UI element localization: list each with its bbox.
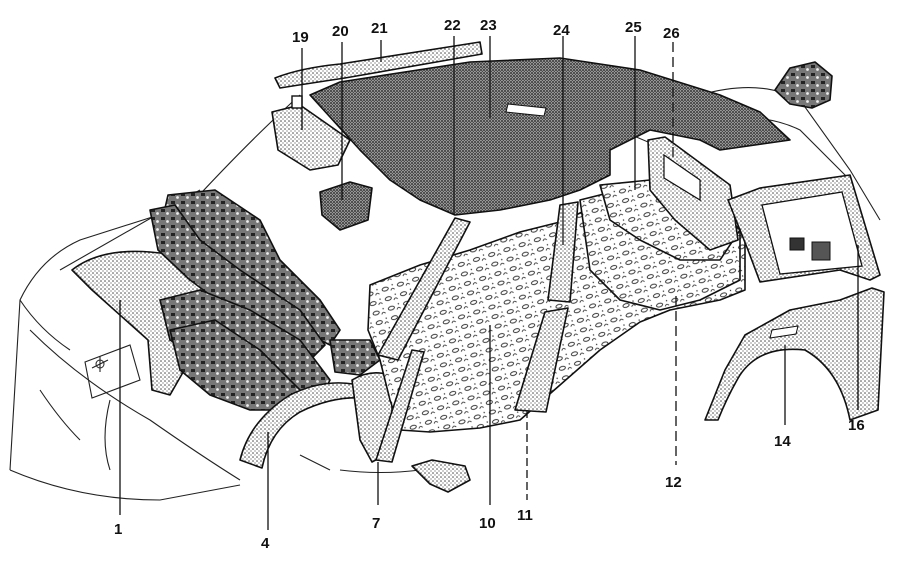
roof-console-mount xyxy=(774,61,833,109)
visor-clip xyxy=(291,95,303,109)
callout-16: 16 xyxy=(848,417,865,434)
callout-22: 22 xyxy=(444,17,461,34)
roof-headliner xyxy=(309,57,791,216)
callout-11: 11 xyxy=(517,507,533,524)
roof-front-header-strip xyxy=(274,41,483,89)
b-pillar-trim-strip xyxy=(547,201,579,303)
callout-7: 7 xyxy=(372,515,380,532)
emblem-icon xyxy=(91,356,109,372)
rear-wheel-arch-liner xyxy=(704,287,885,421)
floor-bracket xyxy=(411,459,471,493)
leader-lines xyxy=(119,36,859,530)
callout-10: 10 xyxy=(479,515,496,532)
headliner-handle-slot xyxy=(505,103,547,117)
callout-labels: 1 4 7 10 11 12 14 16 19 20 21 22 23 24 2… xyxy=(114,17,865,552)
callout-14: 14 xyxy=(774,433,791,450)
callout-23: 23 xyxy=(480,17,497,34)
tunnel-insulation-strip xyxy=(514,307,569,413)
callout-1: 1 xyxy=(114,521,122,538)
callout-26: 26 xyxy=(663,25,680,42)
callout-19: 19 xyxy=(292,29,309,46)
callout-12: 12 xyxy=(665,474,682,491)
window-clips xyxy=(789,237,831,261)
interior-mirror-pad xyxy=(319,181,373,231)
left-sill-trim-lower xyxy=(375,349,425,463)
quarter-trim-window xyxy=(663,153,701,202)
car-body-outline xyxy=(9,87,881,501)
arch-vent-slot xyxy=(769,325,799,339)
callout-25: 25 xyxy=(625,19,642,36)
left-sill-trim-strip xyxy=(377,217,471,361)
callout-4: 4 xyxy=(261,535,270,552)
callout-24: 24 xyxy=(553,22,570,39)
callout-21: 21 xyxy=(371,20,388,37)
rear-side-window-opening xyxy=(761,191,863,275)
callout-20: 20 xyxy=(332,23,349,40)
firewall-insulation-assembly xyxy=(149,189,381,411)
hood-insulation-pad xyxy=(71,250,241,396)
